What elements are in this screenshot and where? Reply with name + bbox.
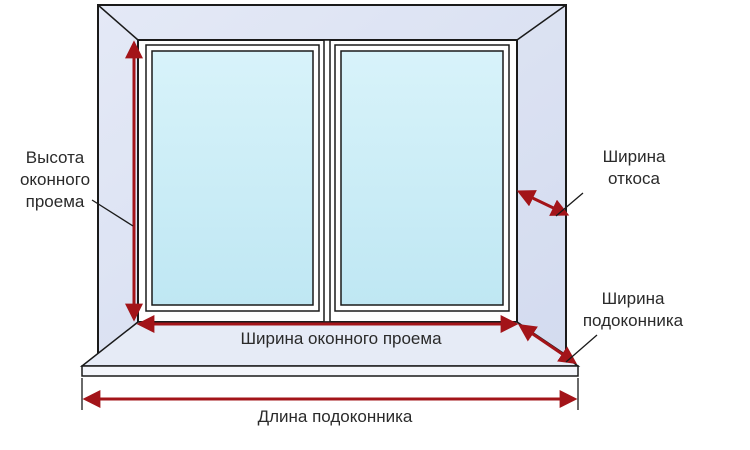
label-reveal-width-line2: откоса bbox=[608, 169, 660, 188]
label-sill-width: Ширина подоконника bbox=[568, 288, 698, 332]
label-opening-height-line3: проема bbox=[25, 192, 85, 211]
label-opening-height-line1: Высота bbox=[25, 148, 85, 167]
sill-width-arrow bbox=[518, 323, 577, 365]
sill-width-leader bbox=[565, 334, 598, 363]
label-sill-width-line2: подоконника bbox=[582, 311, 684, 330]
label-reveal-width-line1: Ширина bbox=[602, 147, 666, 166]
window-sash-left bbox=[145, 44, 320, 312]
reveal-width-leader bbox=[555, 192, 584, 217]
window-sash-right bbox=[334, 44, 510, 312]
label-opening-height: Высота оконного проема bbox=[4, 147, 106, 213]
label-opening-height-line2: оконного bbox=[19, 170, 91, 189]
label-sill-length: Длина подоконника bbox=[257, 407, 413, 426]
leader-lines bbox=[81, 192, 598, 410]
opening-height-leader bbox=[91, 199, 134, 227]
reveal-width-arrow bbox=[516, 190, 570, 216]
label-opening-width: Ширина оконного проема bbox=[240, 329, 442, 348]
label-sill-width-line1: Ширина bbox=[601, 289, 665, 308]
label-reveal-width: Ширина откоса bbox=[578, 146, 690, 190]
measurement-arrows bbox=[82, 40, 578, 408]
